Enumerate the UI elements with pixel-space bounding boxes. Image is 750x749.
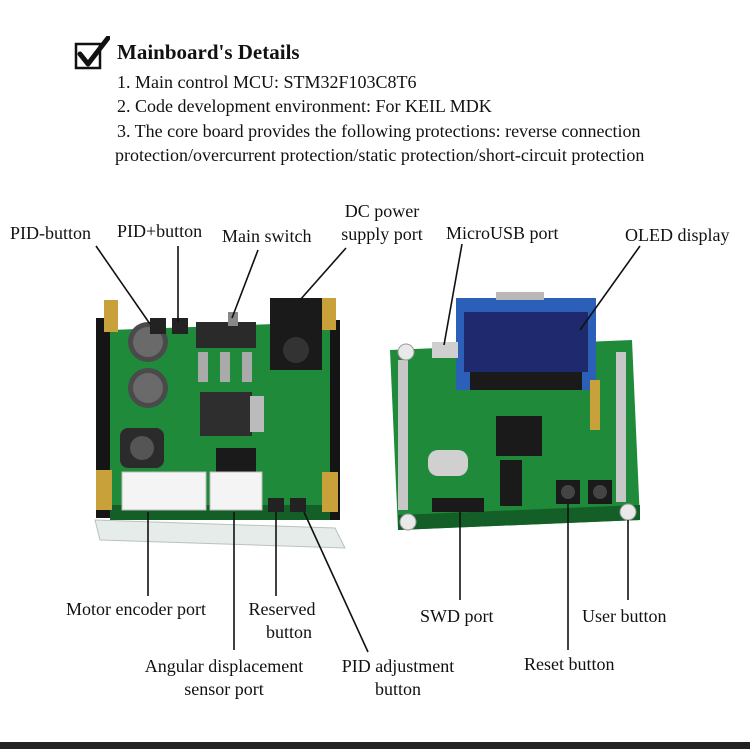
spec-line: 3. The core board provides the following… <box>117 121 641 141</box>
label-reset-button: Reset button <box>524 654 615 674</box>
label-oled-display: OLED display <box>625 225 730 245</box>
label-reserved-line1: Reserved <box>248 599 316 619</box>
label-pid-adjustment-line1: PID adjustment <box>341 656 455 676</box>
label-reserved-line2: button <box>265 622 312 642</box>
label-main-switch: Main switch <box>222 226 312 246</box>
label-angular-line1: Angular displacement <box>144 656 304 676</box>
callout-lines <box>95 243 641 653</box>
label-swd-port: SWD port <box>420 606 494 626</box>
label-pid-minus-button: PID-button <box>10 223 91 243</box>
checkbox-checked-icon <box>74 36 110 70</box>
bottom-divider <box>0 742 750 749</box>
label-dc-power-line2: supply port <box>341 224 423 244</box>
spec-line: protection/overcurrent protection/static… <box>115 145 645 165</box>
motor-driver-board <box>94 298 346 549</box>
label-pid-plus-button: PID+button <box>117 221 203 241</box>
page-title: Mainboard's Details <box>117 40 300 64</box>
spec-line: 1. Main control MCU: STM32F103C8T6 <box>117 72 417 92</box>
spec-line: 2. Code development environment: For KEI… <box>117 96 492 116</box>
label-microusb-port: MicroUSB port <box>446 223 559 243</box>
label-pid-adjustment-line2: button <box>374 679 421 699</box>
label-user-button: User button <box>582 606 667 626</box>
label-angular-line2: sensor port <box>184 679 264 699</box>
label-dc-power-line1: DC power <box>344 201 420 221</box>
mcu-board <box>390 292 640 531</box>
label-motor-encoder-port: Motor encoder port <box>66 599 206 619</box>
